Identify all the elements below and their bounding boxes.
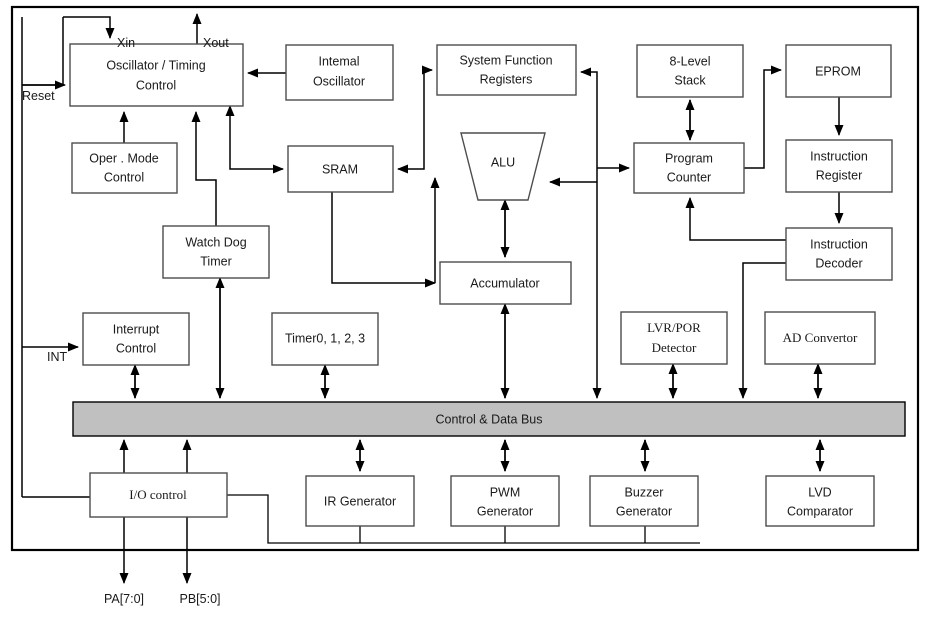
block-label-line: Generator	[477, 504, 533, 518]
block-pwm-generator[interactable]: PWM Generator	[450, 475, 560, 527]
wire-idec-to-pc	[685, 197, 786, 241]
block-label-line: Oper . Mode	[89, 151, 159, 165]
block-ir-generator[interactable]: IR Generator	[305, 475, 415, 527]
wire-trunk-to-sfr	[580, 67, 598, 182]
block-interrupt-control[interactable]: Interrupt Control	[82, 312, 190, 366]
block-label-line: Intemal	[319, 54, 360, 68]
wire-pc-to-eprom	[744, 65, 782, 169]
block-ad-convertor[interactable]: AD Convertor	[764, 311, 876, 365]
block-label-line: Instruction	[810, 237, 868, 251]
block-label-line: LVD	[808, 485, 831, 499]
block-label-line: Program	[665, 151, 713, 165]
wire-wdt-to-osc	[191, 111, 217, 226]
block-label-line: Detector	[652, 340, 697, 355]
block-label-line: Control	[116, 341, 156, 355]
block-label-line: I/O control	[129, 487, 187, 502]
block-label-line: Comparator	[787, 504, 853, 518]
block-eprom[interactable]: EPROM	[785, 44, 892, 98]
block-instruction-register[interactable]: Instruction Register	[785, 139, 893, 193]
block-label-line: 8-Level	[670, 54, 711, 68]
block-label-line: IR Generator	[324, 494, 396, 508]
block-label-line: SRAM	[322, 162, 358, 176]
block-sram[interactable]: SRAM	[287, 145, 394, 193]
block-lvd-comparator[interactable]: LVD Comparator	[765, 475, 875, 527]
block-label-line: Control	[136, 78, 176, 92]
block-watch-dog-timer[interactable]: Watch Dog Timer	[162, 225, 270, 279]
pin-label-pb: PB[5:0]	[180, 592, 221, 606]
pin-label-int: INT	[47, 350, 68, 364]
pin-label-xout: Xout	[203, 36, 229, 50]
block-label-line: AD Convertor	[783, 330, 858, 345]
pin-label-pa: PA[7:0]	[104, 592, 144, 606]
block-label-line: Watch Dog	[185, 235, 246, 249]
control-data-bus: Control & Data Bus	[72, 401, 906, 437]
wire-layer	[21, 13, 844, 584]
block-label-line: Register	[816, 168, 863, 182]
block-label-line: Generator	[616, 504, 672, 518]
block-label-line: Counter	[667, 170, 711, 184]
block-label-line: Buzzer	[625, 485, 664, 499]
block-internal-oscillator[interactable]: Intemal Oscillator	[285, 44, 394, 101]
block-label-line: Timer	[200, 254, 231, 268]
block-label-line: EPROM	[815, 64, 861, 78]
block-label-line: System Function	[459, 53, 552, 67]
bus-rect	[72, 401, 906, 437]
block-label-line: LVR/POR	[647, 320, 701, 335]
block-alu[interactable]: ALU	[460, 132, 546, 201]
wire-io-feedback-rail	[227, 494, 700, 544]
block-timers[interactable]: Timer0, 1, 2, 3	[271, 312, 379, 366]
block-label-line: Registers	[480, 72, 533, 86]
bus-label: Control & Data Bus	[436, 412, 543, 426]
block-label-line: Instruction	[810, 149, 868, 163]
block-label-line: Control	[104, 170, 144, 184]
pin-label-layer: Xin Xout Reset INT PA[7:0] PB[5:0]	[22, 36, 229, 606]
block-io-control[interactable]: I/O control	[89, 472, 228, 518]
blocks-layer: Oscillator / Timing Control Intemal Osci…	[69, 43, 893, 527]
wire-sfr-to-sram	[397, 70, 425, 174]
block-label-line: PWM	[490, 485, 521, 499]
block-oscillator-timing-control[interactable]: Oscillator / Timing Control	[69, 43, 244, 107]
block-program-counter[interactable]: Program Counter	[633, 142, 745, 194]
block-label-line: Timer0, 1, 2, 3	[285, 331, 365, 345]
wire-sram-to-accum	[331, 192, 436, 288]
pin-label-xin: Xin	[117, 36, 135, 50]
block-label-line: Stack	[674, 73, 706, 87]
chip-boundary-frame	[10, 5, 920, 552]
block-instruction-decoder[interactable]: Instruction Decoder	[785, 227, 893, 281]
block-label-line: Accumulator	[470, 276, 539, 290]
block-label-line: Oscillator	[313, 74, 365, 88]
block-system-function-registers[interactable]: System Function Registers	[436, 44, 577, 96]
wire-xin	[63, 16, 115, 39]
block-buzzer-generator[interactable]: Buzzer Generator	[589, 475, 699, 527]
block-label-line: Decoder	[815, 256, 862, 270]
block-oper-mode-control[interactable]: Oper . Mode Control	[71, 142, 178, 194]
block-accumulator[interactable]: Accumulator	[439, 261, 572, 305]
block-8-level-stack[interactable]: 8-Level Stack	[636, 44, 744, 98]
pin-label-reset: Reset	[22, 89, 55, 103]
wire-idec-to-bus	[738, 262, 786, 399]
block-label-line: ALU	[491, 155, 515, 169]
block-lvr-por-detector[interactable]: LVR/POR Detector	[620, 311, 728, 365]
wire-osc-to-sram	[229, 112, 284, 174]
block-label-line: Oscillator / Timing	[106, 58, 205, 72]
block-label-line: Interrupt	[113, 322, 160, 336]
